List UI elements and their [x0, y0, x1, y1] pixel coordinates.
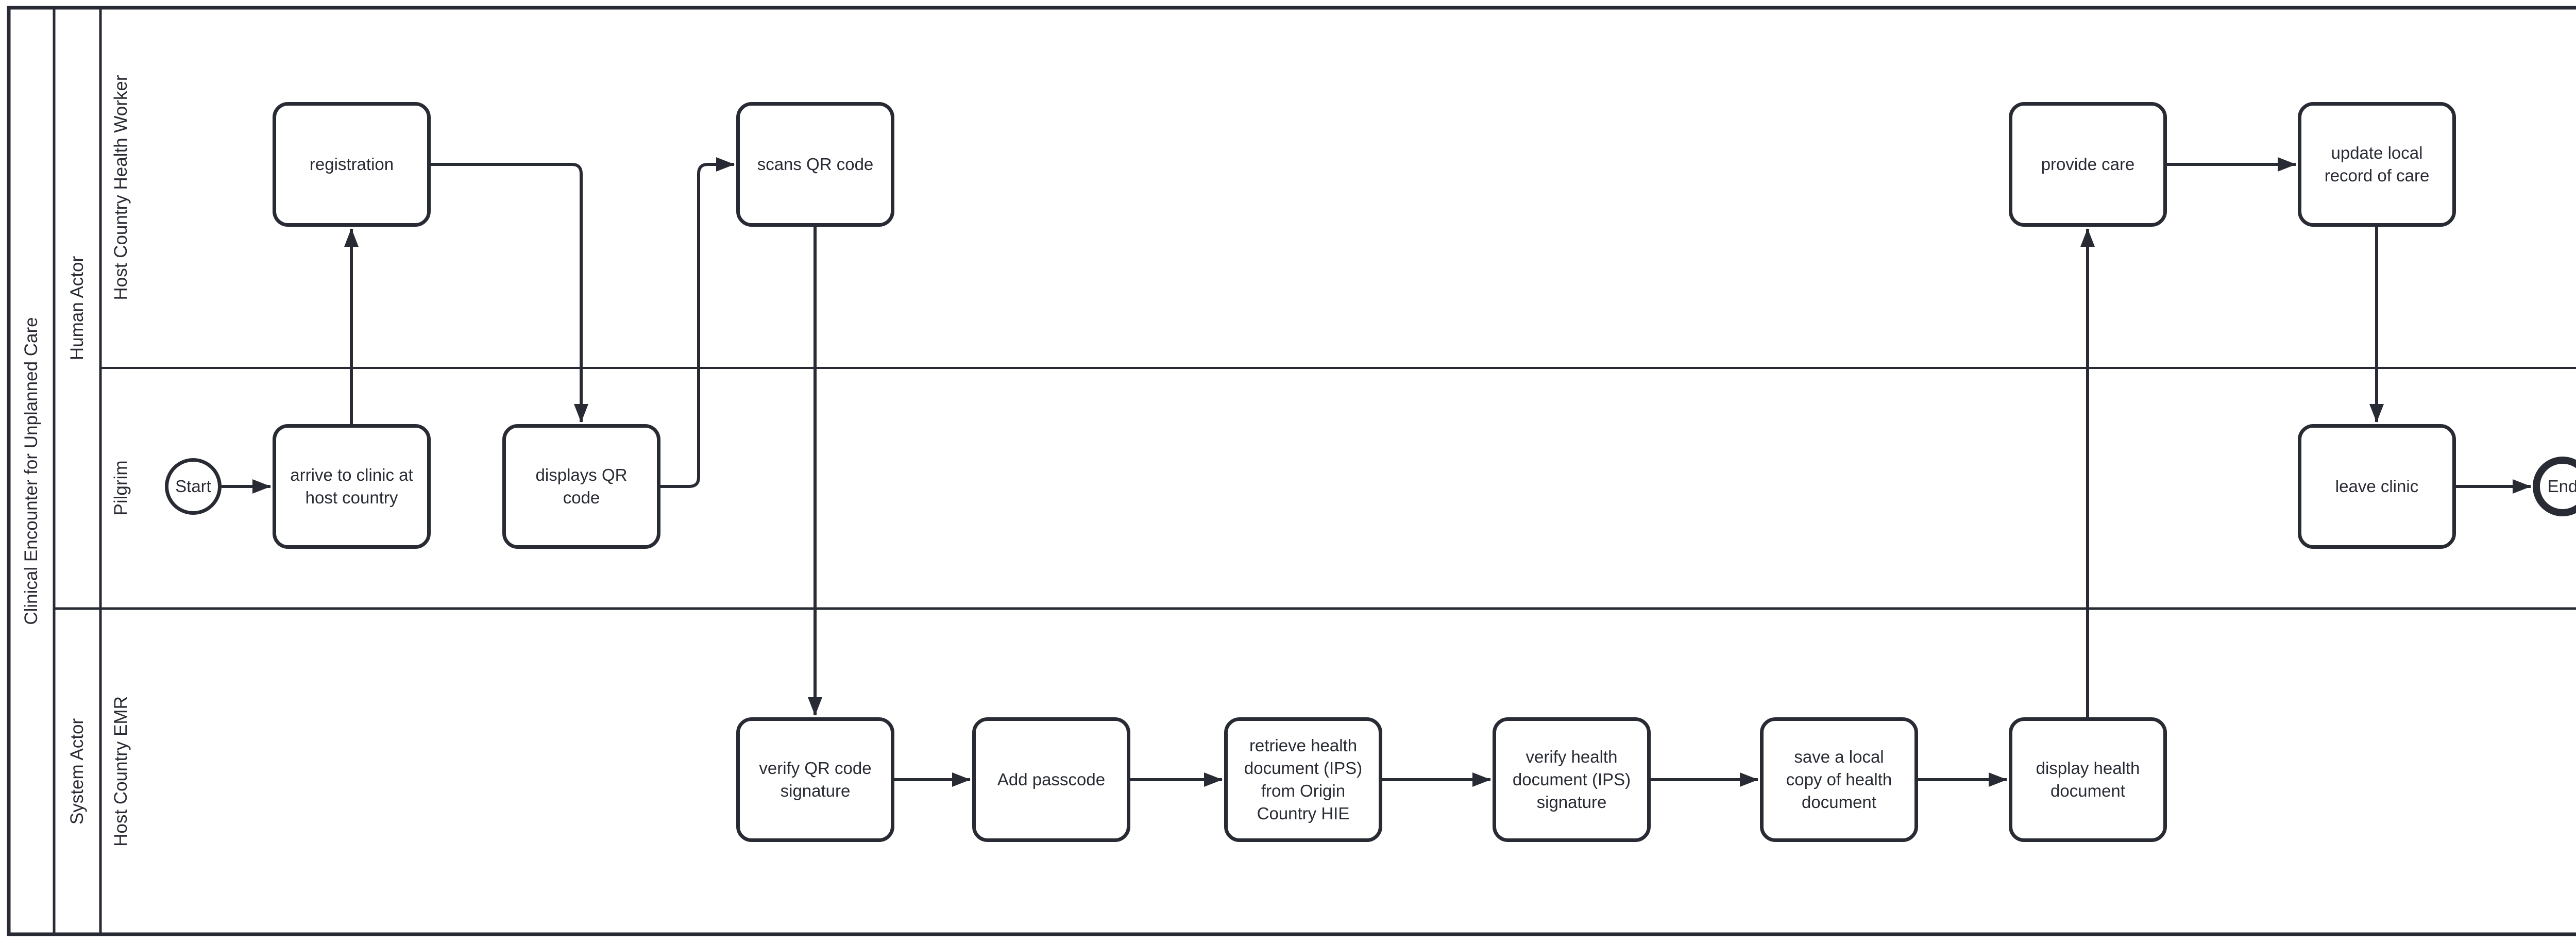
task-verify-qr-signature: verify QR code signature [736, 717, 894, 842]
sublane-label-host-country-health-worker: Host Country Health Worker [111, 75, 131, 300]
task-scans-qr-code: scans QR code [736, 102, 894, 227]
task-verify-document-signature: verify health document (IPS) signature [1493, 717, 1651, 842]
task-provide-care: provide care [2009, 102, 2167, 227]
pool-label: Clinical Encounter for Unplanned Care [21, 317, 41, 625]
sublane-label-host-country-emr: Host Country EMR [111, 696, 131, 847]
flow-displays-qr-to-scans-qr [660, 157, 735, 488]
task-update-local-record: update local record of care [2298, 102, 2456, 227]
sublane-label-pilgrim: Pilgrim [111, 460, 131, 516]
task-arrive-to-clinic: arrive to clinic at host country [273, 424, 431, 549]
lane-label-system-actor: System Actor [67, 718, 87, 825]
start-event: Start [165, 458, 222, 515]
flow-registration-to-displays-qr [431, 163, 588, 423]
task-save-local-copy: save a local copy of health document [1760, 717, 1918, 842]
task-retrieve-health-document: retrieve health document (IPS) from Orig… [1224, 717, 1382, 842]
task-displays-qr-code: displays QR code [502, 424, 660, 549]
task-add-passcode: Add passcode [972, 717, 1130, 842]
task-display-health-document: display health document [2009, 717, 2167, 842]
lane-label-human-actor: Human Actor [67, 256, 87, 361]
task-leave-clinic: leave clinic [2298, 424, 2456, 549]
end-event: End [2533, 457, 2576, 516]
pool-border [7, 6, 2576, 936]
task-registration: registration [273, 102, 431, 227]
